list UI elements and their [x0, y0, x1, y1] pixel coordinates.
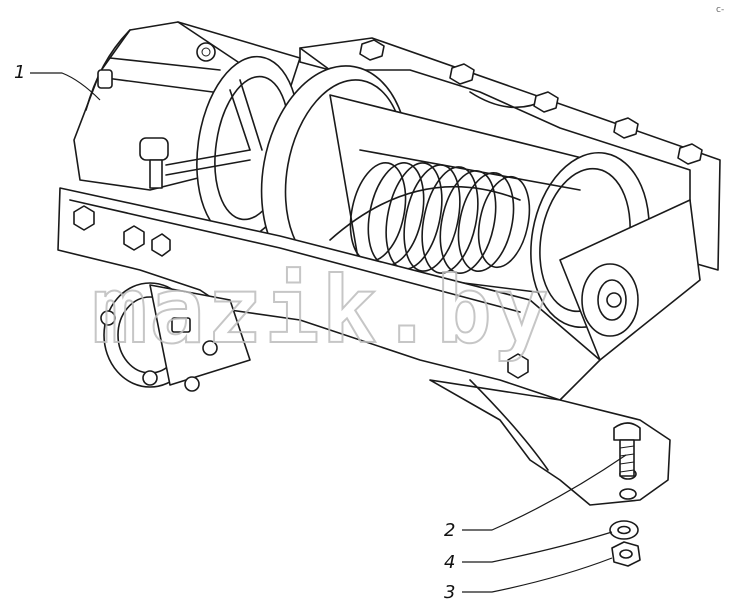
hex-nut	[611, 541, 641, 567]
callout-3: 3	[444, 582, 455, 603]
right-bearing-support	[559, 199, 701, 361]
callout-2: 2	[444, 520, 455, 541]
brake-lever	[139, 137, 251, 189]
base-frame	[57, 187, 601, 401]
hydraulic-motor	[100, 282, 251, 392]
callout-leader-4	[462, 531, 613, 563]
callout-1: 1	[14, 62, 25, 83]
callout-leader-2	[462, 454, 627, 531]
callout-leader-1	[30, 72, 101, 101]
watermark: mazik.by	[92, 257, 551, 364]
mounting-bolt	[613, 422, 641, 477]
winch-drum	[260, 65, 650, 329]
frame-bolt	[359, 39, 703, 165]
corner-mark: c-	[716, 5, 724, 15]
spring-washer	[609, 520, 639, 540]
callout-4: 4	[444, 552, 455, 573]
callout-leader-3	[462, 557, 613, 593]
